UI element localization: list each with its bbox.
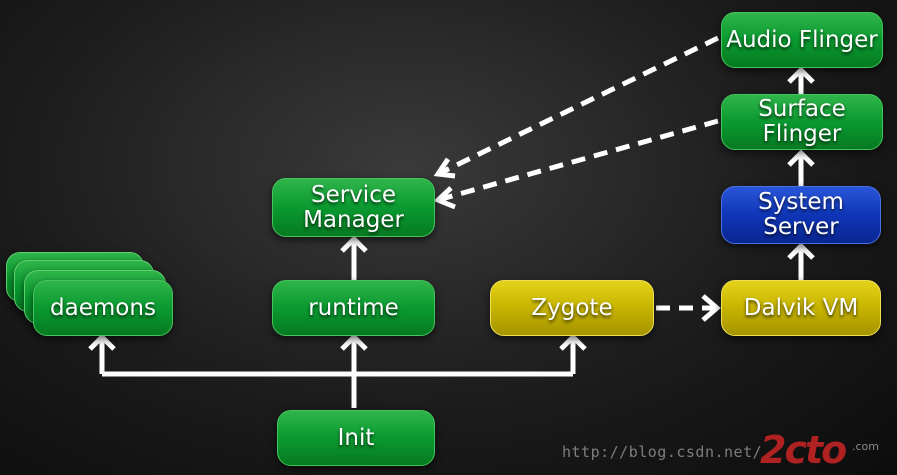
- arrow-surfaceflinger-servicemanager-head: [433, 186, 456, 210]
- surface-flinger-node: Surface Flinger: [721, 94, 883, 150]
- arrow-systemserver-surfaceflinger: [787, 149, 815, 187]
- system-server-node: System Server: [721, 186, 881, 244]
- daemons-node: daemons: [33, 280, 173, 336]
- zygote-node: Zygote: [490, 280, 654, 336]
- arrow-zygote-dalvik-head: [701, 294, 721, 322]
- watermark-logo: 2cto: [760, 428, 847, 472]
- runtime-node: runtime: [272, 280, 435, 336]
- arrow-surfaceflinger-audioflinger: [787, 66, 815, 94]
- service-manager-node: Service Manager: [272, 178, 435, 237]
- arrow-dalvik-systemserver: [787, 242, 815, 280]
- arrow-runtime-servicemanager: [340, 235, 368, 280]
- watermark-url: http://blog.csdn.net/: [562, 443, 763, 461]
- arrow-audioflinger-servicemanager-head: [433, 157, 456, 179]
- audio-flinger-node: Audio Flinger: [721, 12, 883, 68]
- arrow-init-bus: [102, 371, 573, 408]
- arrow-audioflinger-servicemanager: [436, 35, 720, 177]
- watermark-logo-sub: .com: [852, 440, 879, 453]
- arrow-init-runtime: [340, 333, 368, 374]
- dalvik-vm-node: Dalvik VM: [721, 280, 881, 336]
- init-node: Init: [277, 410, 435, 466]
- arrow-init-zygote: [559, 333, 587, 374]
- arrow-surfaceflinger-servicemanager: [437, 118, 719, 203]
- arrow-init-daemons: [88, 333, 116, 374]
